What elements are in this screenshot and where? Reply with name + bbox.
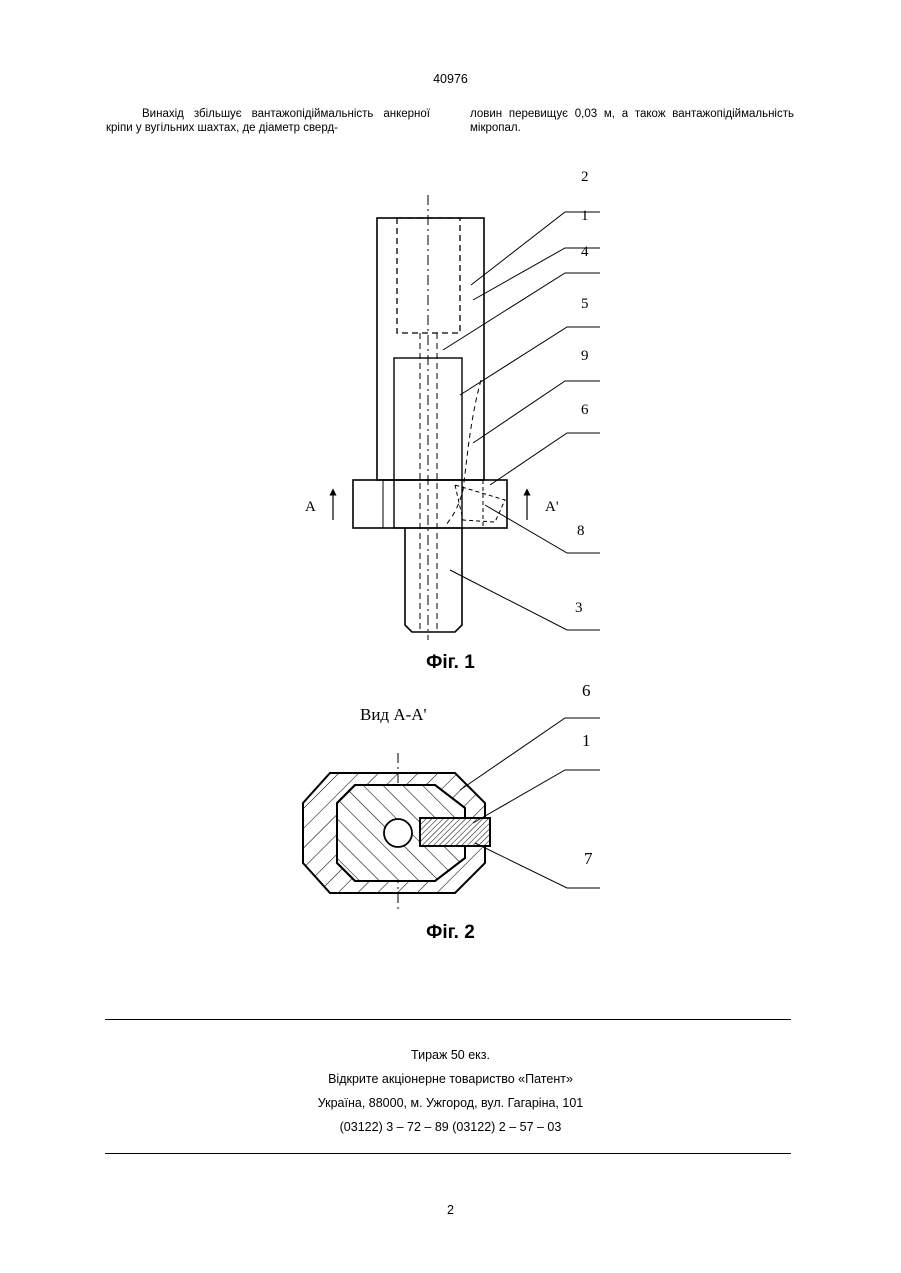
figure-1-caption: Фіг. 1: [0, 652, 901, 674]
body-text-left-column: Винахід збільшує вантажопідіймальність а…: [106, 107, 430, 135]
callout-8: 8: [577, 523, 585, 539]
upper-body-outline: [377, 218, 484, 480]
callout-4: 4: [581, 244, 589, 260]
bottom-divider: [105, 1153, 791, 1154]
callout-1: 1: [581, 208, 589, 224]
callout-6: 6: [581, 402, 589, 418]
imprint-circulation: Тираж 50 екз.: [0, 1043, 901, 1067]
callout-2: 2: [581, 169, 589, 185]
section-mark-a-prime: A': [545, 499, 559, 515]
callout-leader-lines: [443, 212, 600, 630]
callout-7: 7: [584, 849, 593, 868]
imprint-publisher: Відкрите акціонерне товариство «Патент»: [0, 1067, 901, 1091]
document-number: 40976: [0, 72, 901, 86]
figure-2-caption: Фіг. 2: [0, 922, 901, 944]
imprint-phones: (03122) 3 – 72 – 89 (03122) 2 – 57 – 03: [0, 1115, 901, 1139]
page-number: 2: [0, 1203, 901, 1217]
flange-outline: [353, 480, 507, 528]
wedge-insert: [420, 818, 490, 846]
callout-5: 5: [581, 296, 589, 312]
body-text-right-column: ловин перевищує 0,03 м, а також вантажоп…: [470, 107, 794, 135]
callout-9: 9: [581, 348, 589, 364]
callout-1: 1: [582, 731, 591, 750]
figure-2-view-title: Вид А-А': [360, 705, 427, 724]
top-divider: [105, 1019, 791, 1020]
imprint-address: Україна, 88000, м. Ужгород, вул. Гагарін…: [0, 1091, 901, 1115]
center-hole: [384, 819, 412, 847]
callout-3: 3: [575, 600, 583, 616]
figure-2-drawing: Вид А-А' 6 1 7: [295, 678, 615, 918]
section-mark-a: A: [305, 499, 316, 515]
lower-rod-outline: [405, 528, 462, 632]
figure-1-drawing: A A' 2 1 4 5 9 6 8 3: [295, 160, 615, 655]
imprint-block: Тираж 50 екз. Відкрите акціонерне товари…: [0, 1043, 901, 1139]
wedge-curve: [445, 380, 481, 526]
callout-6: 6: [582, 681, 591, 700]
